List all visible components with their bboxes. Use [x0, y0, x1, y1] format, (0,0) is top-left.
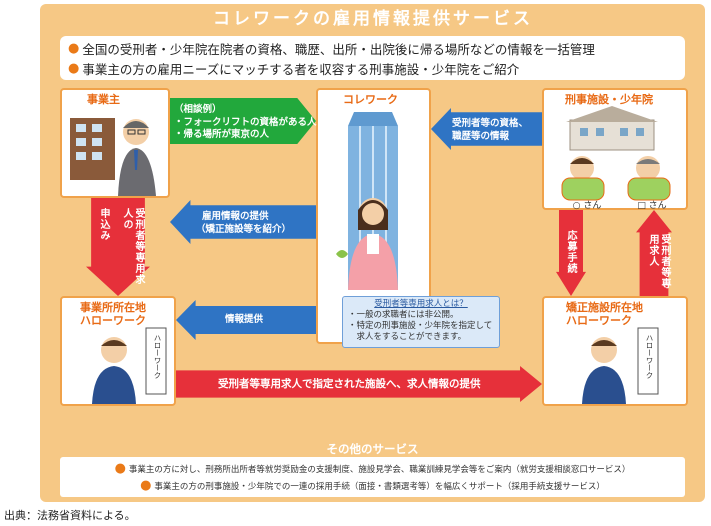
bullet-icon: ●: [68, 60, 80, 76]
lead-item: ●事業主の方の雇用ニーズにマッチする者を収容する刑事施設・少年院をご紹介: [68, 60, 520, 77]
source-note: 出典：法務省資料による。: [4, 509, 136, 522]
corrework-label: コレワーク: [343, 93, 398, 106]
employer-illustration: [70, 118, 156, 196]
bottom-arrow-text: 受刑者等専用求人で指定された施設へ、求人情報の提供: [218, 378, 481, 390]
hellowork-left-label-1: 事業所所在地: [80, 301, 146, 314]
facility-label: 刑事施設・少年院: [565, 93, 653, 106]
info-provide-arrow: [176, 300, 316, 340]
inmate-info-text-1: 受刑者等の資格、: [452, 118, 529, 129]
inmate-info-text-2: 職歴等の情報: [452, 131, 510, 142]
other-services-body: ●事業主の方に対し、刑務所出所者等就労奨励金の支援制度、施設見学会、職業訓練見学…: [60, 457, 685, 497]
dedicated-right-text: 受刑者等専用求人: [647, 234, 670, 289]
consult-arrow: [170, 98, 316, 144]
hellowork-left-box: ハローワーク: [60, 296, 176, 406]
dedicated-job-info-box: 受刑者等専用求人とは？ ・一般の求職者には非公開。 ・特定の刑事施設・少年院を指…: [342, 296, 500, 348]
hellowork-left-label-2: ハローワーク: [80, 314, 146, 327]
info-box-line: ・特定の刑事施設・少年院を指定して: [348, 321, 493, 331]
employment-info-arrow: [170, 200, 316, 244]
hellowork-right-box: ハローワーク: [542, 296, 688, 406]
consult-title: （相談例）: [174, 104, 222, 115]
hellowork-right-label-2: ハローワーク: [566, 314, 632, 327]
bottom-arrow: [176, 366, 542, 402]
apply-text: 申込み: [98, 208, 109, 241]
facility-illustration: [561, 106, 671, 201]
hellowork-right-sign: ハローワーク: [645, 334, 654, 379]
other-services-title: その他のサービス: [326, 442, 419, 456]
bullet-icon: ●: [114, 461, 126, 476]
employer-box: [60, 88, 170, 198]
dedicated-left-text: 受刑者等専用求人の: [121, 208, 144, 285]
hellowork-right-label-1: 矯正施設所在地: [566, 301, 643, 314]
bullet-icon: ●: [140, 478, 152, 493]
job-apply-text: 応募手続: [565, 230, 576, 274]
corrework-illustration: [336, 112, 398, 290]
consult-item-1: ・フォークリフトの資格がある人: [174, 117, 317, 128]
inmate-info-arrow: [431, 108, 542, 150]
employer-label: 事業主: [87, 93, 120, 106]
inmate-name-2: □ さん: [637, 201, 667, 211]
info-box-line: 求人をすることができます。: [348, 332, 467, 342]
hellowork-right-illustration: [582, 327, 659, 404]
bullet-icon: ●: [68, 40, 80, 56]
inmate-name-1: ○ さん: [572, 201, 602, 211]
info-box-title: 受刑者等専用求人とは？: [374, 299, 468, 309]
other-service-item: ●事業主の方に対し、刑務所出所者等就労奨励金の支援制度、施設見学会、職業訓練見学…: [114, 461, 631, 476]
hellowork-left-illustration: [92, 327, 167, 404]
other-services: その他のサービス ●事業主の方に対し、刑務所出所者等就労奨励金の支援制度、施設見…: [60, 441, 685, 500]
lead-box: ●全国の受刑者・少年院在院者の資格、職歴、出所・出院後に帰る場所などの情報を一括…: [60, 36, 685, 80]
lead-item: ●全国の受刑者・少年院在院者の資格、職歴、出所・出院後に帰る場所などの情報を一括…: [68, 40, 595, 57]
employment-info-text-2: （矯正施設等を紹介）: [196, 224, 292, 235]
info-provide-text: 情報提供: [225, 314, 264, 325]
consult-item-2: ・帰る場所が東京の人: [174, 129, 270, 140]
info-box-line: ・一般の求職者には非公開。: [348, 310, 459, 320]
diagram-title: コレワークの雇用情報提供サービス: [213, 9, 533, 29]
hellowork-left-sign: ハローワーク: [153, 334, 162, 379]
other-service-item: ●事業主の方の刑事施設・少年院での一連の採用手続（面接・書類選考等）を幅広くサポ…: [140, 478, 605, 493]
facility-box: ○ さん □ さん: [542, 88, 688, 211]
employment-info-text-1: 雇用情報の提供: [202, 211, 269, 222]
